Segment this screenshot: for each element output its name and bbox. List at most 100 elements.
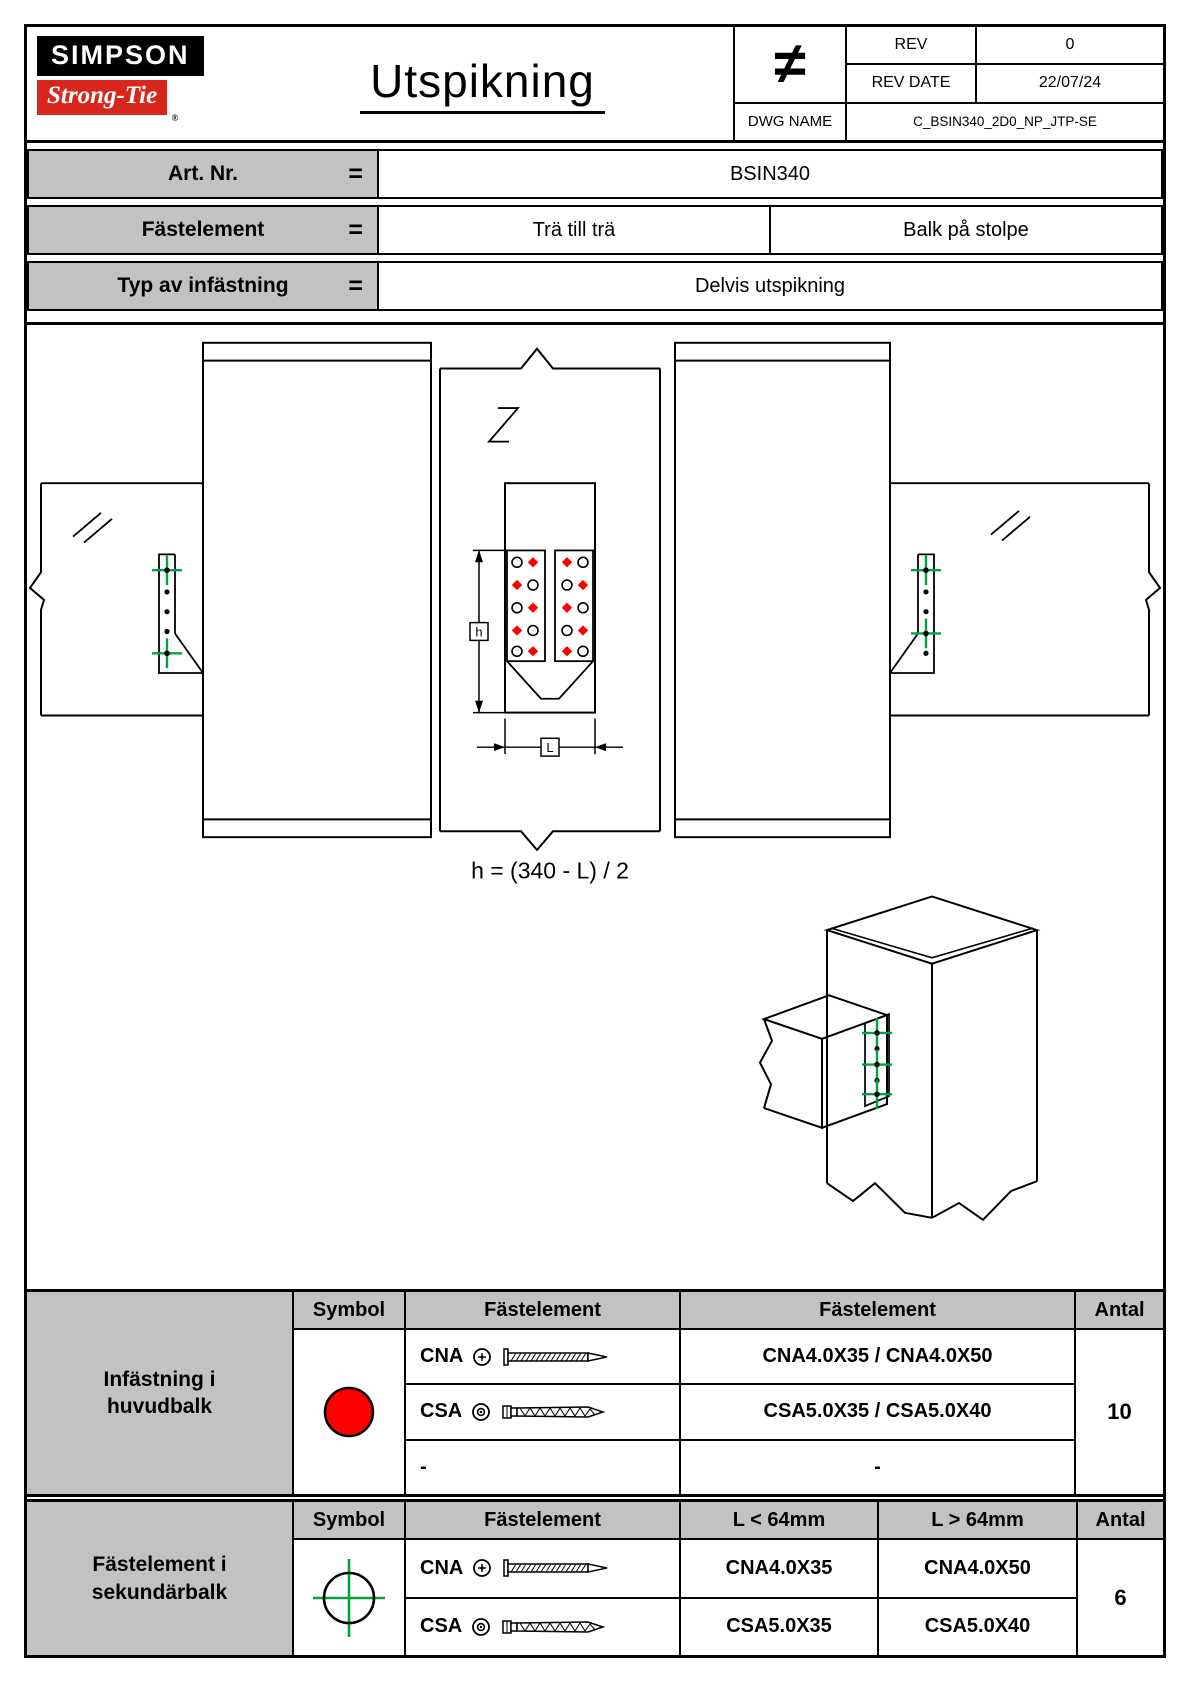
logo-strongtie-text: Strong-Tie ® (37, 80, 178, 123)
title-block: SIMPSON Strong-Tie ® Utspikning ≠ REV 0 … (27, 27, 1163, 143)
sekundarbalk-antal-value: 6 (1078, 1540, 1163, 1655)
sheet-title-area: Utspikning (232, 27, 733, 140)
table1-row-label: Infästning i huvudbalk (27, 1292, 292, 1494)
side-view-right-fasteners (909, 554, 943, 656)
revision-block: ≠ REV 0 REV DATE 22/07/24 DWG NAME C_BSI… (733, 27, 1163, 140)
front-view-center (439, 347, 661, 852)
table1-header-fastelement-size: Fästelement (681, 1292, 1074, 1328)
hanger-profile-right (889, 553, 935, 674)
table2-header-symbol: Symbol (294, 1502, 404, 1538)
table2-header-fastelement: Fästelement (406, 1502, 679, 1538)
csa-size-greater: CSA5.0X40 (879, 1598, 1076, 1655)
screw-icon (502, 1405, 606, 1419)
rev-label: REV (847, 27, 975, 64)
artnr-label-cell: Art. Nr. = (27, 149, 379, 199)
part-info-section: Art. Nr. = BSIN340 Fästelement = Trä til… (27, 143, 1163, 317)
typ-value: Delvis utspikning (694, 274, 846, 297)
fastener-row-cna: CNA (406, 1330, 679, 1384)
table2-header-antal: Antal (1078, 1502, 1163, 1538)
artnr-label: Art. Nr. (167, 162, 238, 185)
cna-head-icon (473, 1347, 492, 1366)
table-infastning-huvudbalk: Infästning i huvudbalk Symbol Fästelemen… (27, 1289, 1163, 1497)
table1-header-antal: Antal (1076, 1292, 1163, 1328)
logo-strongtie-label: Strong-Tie (47, 82, 158, 109)
info-row-artnr: Art. Nr. = BSIN340 (27, 149, 1163, 199)
side-view-right (674, 341, 1162, 839)
fastener-row-empty: - (406, 1440, 679, 1494)
rev-value: 0 (977, 27, 1163, 64)
formula-text: h = (340 - L) / 2 (471, 858, 629, 884)
registered-mark: ® (171, 113, 179, 123)
equals-sign: = (348, 215, 363, 244)
artnr-values: BSIN340 (379, 149, 1163, 199)
cna-size-less: CNA4.0X35 (681, 1540, 877, 1597)
dimension-l: L (477, 718, 623, 757)
simpson-strong-tie-logo: SIMPSON Strong-Tie ® (27, 27, 232, 140)
equals-sign: = (348, 159, 363, 188)
nail-icon (503, 1559, 608, 1577)
sheet-title: Utspikning (360, 54, 605, 114)
typ-label: Typ av infästning (117, 274, 289, 297)
fastelement-values: Trä till trä Balk på stolpe (379, 205, 1163, 255)
fastener-code-csa: CSA (420, 1615, 463, 1638)
fastelement-label: Fästelement (141, 218, 265, 241)
front-view-nail-pattern (511, 556, 589, 658)
csa-head-icon (472, 1617, 491, 1636)
typ-label-cell: Typ av infästning = (27, 261, 379, 311)
dimension-h: h (469, 549, 507, 714)
fastener-sizes-cna: CNA4.0X35 / CNA4.0X50 (681, 1330, 1074, 1384)
table-fastelement-sekundarbalk: Fästelement i sekundärbalk Symbol Fästel… (27, 1499, 1163, 1655)
hanger-front-flanges (506, 549, 594, 700)
rev-date-label: REV DATE (847, 65, 975, 102)
typ-values: Delvis utspikning (379, 261, 1163, 311)
table2-row-label: Fästelement i sekundärbalk (27, 1502, 292, 1655)
sekundarbalk-symbol-cell (294, 1540, 404, 1655)
fastener-row-csa: CSA (406, 1385, 679, 1439)
projection-symbol: ≠ (735, 27, 845, 102)
fastener-row-cna: CNA (406, 1540, 679, 1597)
dim-l-label: L (546, 740, 553, 755)
fastener-code-empty: - (420, 1455, 427, 1478)
technical-drawing: h L h = (340 - L) / 2 (28, 341, 1162, 1222)
csa-head-icon (472, 1403, 491, 1421)
break-mark (990, 510, 1031, 542)
csa-size-less: CSA5.0X35 (681, 1598, 877, 1655)
dim-h-label: h (475, 625, 482, 640)
artnr-value: BSIN340 (729, 162, 811, 185)
fastelement-label-cell: Fästelement = (27, 205, 379, 255)
table2-header-l-greater: L > 64mm (879, 1502, 1076, 1538)
sheet-frame: SIMPSON Strong-Tie ® Utspikning ≠ REV 0 … (24, 24, 1166, 1658)
huvudbalk-symbol-cell (294, 1330, 404, 1494)
table1-header-fastelement-type: Fästelement (406, 1292, 679, 1328)
dwg-name-label: DWG NAME (735, 103, 845, 140)
logo-simpson-text: SIMPSON (37, 36, 204, 76)
equals-sign: = (348, 271, 363, 300)
break-mark (487, 407, 520, 443)
rev-date-value: 22/07/24 (977, 65, 1163, 102)
fastelement-value-1: Trä till trä (532, 218, 616, 241)
hanger-3d-plate (864, 1012, 890, 1108)
green-crosshair-symbol (313, 1558, 385, 1637)
info-row-typ: Typ av infästning = Delvis utspikning (27, 261, 1163, 311)
hanger-profile-left (158, 553, 204, 674)
info-row-fastelement: Fästelement = Trä till trä Balk på stolp… (27, 205, 1163, 255)
table2-header-l-less: L < 64mm (681, 1502, 877, 1538)
nail-icon (503, 1347, 608, 1366)
red-circle-symbol (323, 1386, 375, 1438)
fastener-row-csa: CSA (406, 1598, 679, 1655)
screw-icon (502, 1620, 606, 1634)
dwg-name-value: C_BSIN340_2D0_NP_JTP-SE (847, 103, 1163, 140)
fastener-sizes-csa: CSA5.0X35 / CSA5.0X40 (681, 1385, 1074, 1439)
side-view-left (28, 341, 432, 839)
fastener-code-csa: CSA (420, 1400, 463, 1423)
side-view-left-fasteners (150, 554, 184, 670)
fastener-sizes-empty: - (681, 1440, 1074, 1494)
huvudbalk-antal-value: 10 (1076, 1330, 1163, 1494)
fastelement-value-2: Balk på stolpe (769, 207, 1161, 253)
break-mark (72, 512, 113, 544)
fastener-code-cna: CNA (420, 1556, 464, 1579)
table1-header-symbol: Symbol (294, 1292, 404, 1328)
cna-head-icon (473, 1559, 492, 1578)
drawing-area: h L h = (340 - L) / 2 (27, 322, 1163, 1289)
